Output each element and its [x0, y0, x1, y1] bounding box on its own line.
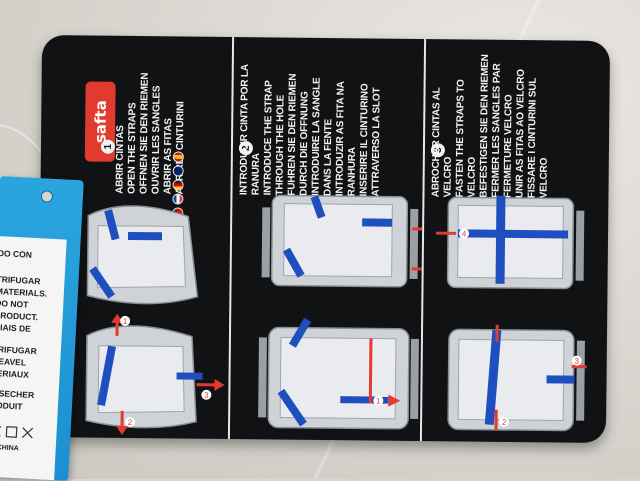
arrow-label: 2	[128, 418, 133, 427]
arrow-label: 3	[204, 391, 209, 400]
spain-flag-icon	[173, 151, 184, 162]
arrow-label: 3	[574, 357, 579, 366]
tag-text-line: HEAVEL	[0, 356, 26, 368]
tag-text-line: TRIFUGAR	[0, 274, 41, 286]
tag-text-line: A SECHER	[0, 388, 34, 400]
arrow-label: 4	[462, 229, 467, 238]
arrow-label: 1	[376, 397, 381, 406]
arrow-label: 2	[502, 418, 507, 427]
tag-text-line: IN CHINA	[0, 444, 19, 453]
care-symbols-icon	[0, 424, 49, 441]
tag-text-line: RODUIT	[0, 400, 23, 412]
brand-logo-text: safta	[91, 100, 109, 143]
tag-text-line: TRIFUGAR	[0, 344, 37, 356]
germany-flag-icon	[173, 179, 184, 190]
uk-flag-icon	[173, 165, 184, 176]
arrow-label: 1	[123, 317, 128, 326]
step-number: 1	[101, 140, 115, 154]
backpack-illustration: 1 2 3	[66, 195, 229, 437]
tag-text-line: DO NOT	[0, 298, 29, 310]
tag-hole	[41, 190, 54, 203]
tag-text-line: TERIAUX	[0, 368, 29, 380]
tag-text-line: PRODUCT.	[0, 310, 38, 322]
fastened-trolley-illustration: 4 2 3	[426, 189, 609, 441]
tag-text-line: DO CON	[0, 248, 32, 260]
trolley-illustration: 1 2 1	[250, 187, 423, 439]
tag-text-line: RIAIS DE	[0, 322, 31, 334]
